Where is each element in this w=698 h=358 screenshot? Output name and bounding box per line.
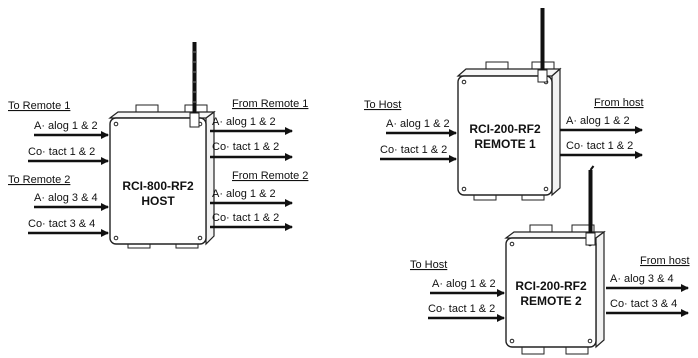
remote1-unit: RCI-200-RF2 REMOTE 1 <box>456 8 562 201</box>
remote1-screw-icon <box>543 186 549 192</box>
remote2-left-signal-label: Co· tact 1 & 2 <box>428 303 495 315</box>
remote2-title-line2: REMOTE 2 <box>520 294 582 308</box>
remote1-left-heading: To Host <box>364 99 401 111</box>
remote1-antenna-base <box>537 69 548 83</box>
remote2-right-signal-label: A· alog 3 & 4 <box>610 273 674 285</box>
host-enclosure <box>109 117 207 245</box>
remote2-screw-icon <box>587 338 593 344</box>
remote1-title-line2: REMOTE 1 <box>474 137 536 151</box>
remote2-left-heading: To Host <box>410 259 447 271</box>
remote2-enclosure <box>505 237 597 348</box>
host-left-signal-label: A· alog 1 & 2 <box>34 120 98 132</box>
host-right-heading-1: From Remote 1 <box>232 98 308 110</box>
host-right-group-2: From Remote 2 A· alog 1 & 2 Co· tact 1 &… <box>210 170 308 231</box>
remote1-left-group: To Host A· alog 1 & 2 Co· tact 1 & 2 <box>364 99 457 163</box>
remote2-screw-icon <box>509 338 515 344</box>
remote2-left-group: To Host A· alog 1 & 2 Co· tact 1 & 2 <box>410 259 505 322</box>
host-left-group-2: To Remote 2 A· alog 3 & 4 Co· tact 3 & 4 <box>8 174 109 237</box>
host-screw-icon <box>197 235 203 241</box>
host-title-line2: HOST <box>141 194 175 208</box>
remote2-screw-icon <box>509 241 515 247</box>
host-left-signal-label: Co· tact 3 & 4 <box>28 218 95 230</box>
remote1-enclosure-side <box>551 67 561 197</box>
host-screw-icon <box>113 121 119 127</box>
host-left-heading-2: To Remote 2 <box>8 174 70 186</box>
remote1-right-group: From host A· alog 1 & 2 Co· tact 1 & 2 <box>560 97 644 159</box>
host-title-line1: RCI-800-RF2 <box>122 179 194 193</box>
remote2-title-line1: RCI-200-RF2 <box>515 279 587 293</box>
remote1-title-line1: RCI-200-RF2 <box>469 122 541 136</box>
host-left-signal-label: A· alog 3 & 4 <box>34 192 98 204</box>
host-left-group-1: To Remote 1 A· alog 1 & 2 Co· tact 1 & 2 <box>8 100 109 165</box>
remote2-right-group: From host A· alog 3 & 4 Co· tact 3 & 4 <box>606 255 690 317</box>
remote2-right-signal-label: Co· tact 3 & 4 <box>610 298 677 310</box>
host-right-signal-label: Co· tact 1 & 2 <box>212 212 279 224</box>
remote1-right-signal-label: Co· tact 1 & 2 <box>566 140 633 152</box>
host-left-heading-1: To Remote 1 <box>8 100 70 112</box>
host-right-signal-label: Co· tact 1 & 2 <box>212 141 279 153</box>
remote2-right-heading: From host <box>640 255 690 267</box>
remote2-left-signal-label: A· alog 1 & 2 <box>432 278 496 290</box>
host-right-signal-label: A· alog 1 & 2 <box>212 116 276 128</box>
remote1-right-heading: From host <box>594 97 644 109</box>
remote1-left-signal-label: Co· tact 1 & 2 <box>380 144 447 156</box>
remote1-right-signal-label: A· alog 1 & 2 <box>566 115 630 127</box>
remote1-enclosure <box>457 75 553 196</box>
host-unit: RCI-800-RF2 HOST <box>108 42 216 249</box>
host-antenna-base <box>189 112 200 128</box>
host-left-signal-label: Co· tact 1 & 2 <box>28 146 95 158</box>
remote1-screw-icon <box>461 79 467 85</box>
remote2-antenna-base <box>585 232 596 246</box>
remote1-screw-icon <box>461 186 467 192</box>
host-right-group-1: From Remote 1 A· alog 1 & 2 Co· tact 1 &… <box>210 98 308 161</box>
host-right-signal-label: A· alog 1 & 2 <box>212 188 276 200</box>
host-right-heading-2: From Remote 2 <box>232 170 308 182</box>
remote2-enclosure-side <box>595 230 605 349</box>
remote2-unit: RCI-200-RF2 REMOTE 2 <box>504 165 606 355</box>
host-screw-icon <box>113 235 119 241</box>
remote1-left-signal-label: A· alog 1 & 2 <box>386 118 450 130</box>
